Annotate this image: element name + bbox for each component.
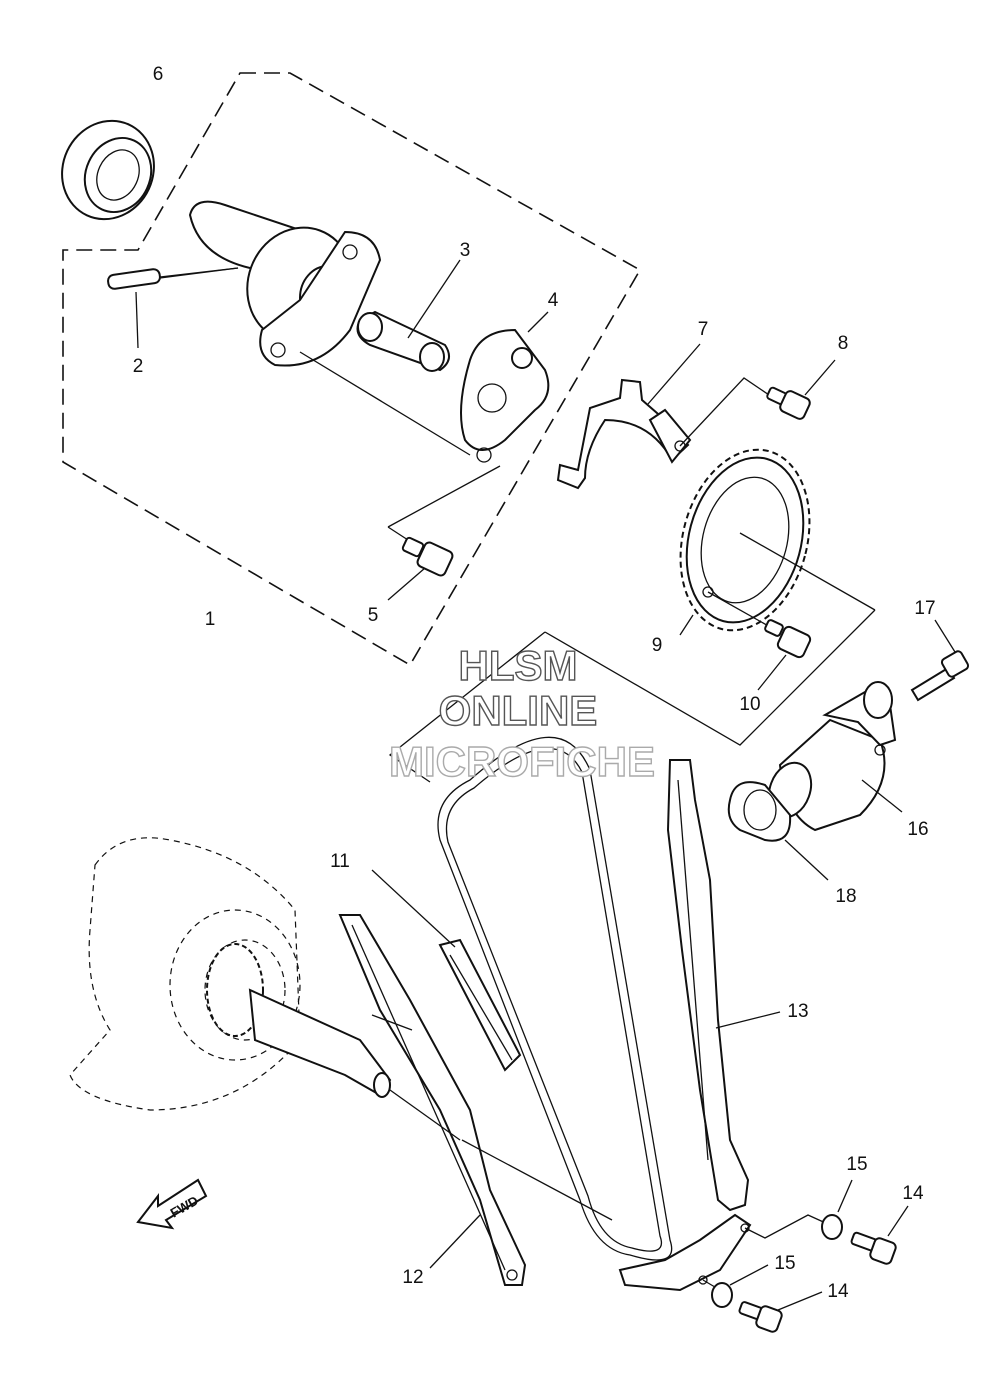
sprocket-part-9 xyxy=(679,448,876,636)
callout-12: 12 xyxy=(402,1267,423,1288)
timing-chain-inner xyxy=(445,747,662,1252)
callout-1: 1 xyxy=(205,609,216,630)
bolt-part-10 xyxy=(757,619,812,691)
camshaft-assembly-outline xyxy=(62,72,642,667)
timing-chain xyxy=(437,736,673,1261)
callout-9: 9 xyxy=(652,635,663,656)
bolt-part-14-upper xyxy=(744,1179,909,1265)
reference-leader-box xyxy=(388,631,546,783)
callout-14-lower: 14 xyxy=(827,1281,849,1302)
callout-7: 7 xyxy=(698,319,709,340)
camshaft-part-1 xyxy=(159,200,471,456)
callout-8: 8 xyxy=(838,333,849,354)
chain-guide-part-12 xyxy=(338,914,613,1286)
callout-11: 11 xyxy=(330,851,350,872)
callouts: 1 2 3 4 5 6 7 8 9 10 11 12 13 14 14 15 1… xyxy=(133,64,936,1302)
callout-10: 10 xyxy=(739,694,760,715)
pin-part-2 xyxy=(107,267,239,349)
tensioner-part-16 xyxy=(767,681,903,832)
callout-13: 13 xyxy=(787,1001,808,1022)
bolt-part-17 xyxy=(910,619,970,702)
bearing-part-6 xyxy=(61,119,155,221)
watermark: HLSM ONLINE MICROFICHE xyxy=(388,641,655,785)
gasket-part-18 xyxy=(727,781,829,881)
bolt-part-8 xyxy=(679,359,836,447)
bolt-part-14-lower xyxy=(702,1264,823,1333)
cam-plate-part-7 xyxy=(556,343,701,490)
decompressor-plate-part-4 xyxy=(460,311,550,463)
chain-links-part-11 xyxy=(371,869,522,1072)
fwd-arrow-icon: FWD xyxy=(136,1178,208,1230)
callout-3: 3 xyxy=(460,240,471,261)
callout-5: 5 xyxy=(368,605,379,626)
callout-18: 18 xyxy=(835,886,856,907)
crankshaft-reference xyxy=(69,837,461,1141)
watermark-line2: ONLINE xyxy=(439,687,598,734)
decompression-shaft-part-3 xyxy=(356,259,461,372)
callout-6: 6 xyxy=(153,64,164,85)
callout-15-lower: 15 xyxy=(774,1253,795,1274)
callout-14-upper: 14 xyxy=(902,1183,924,1204)
watermark-line3: MICROFICHE xyxy=(389,738,655,785)
callout-15-upper: 15 xyxy=(846,1154,867,1175)
callout-4: 4 xyxy=(548,290,559,311)
callout-17: 17 xyxy=(914,598,935,619)
chain-guide-part-13 xyxy=(666,759,781,1212)
callout-16: 16 xyxy=(907,819,928,840)
callout-2: 2 xyxy=(133,356,144,377)
watermark-line1: HLSM xyxy=(459,642,578,689)
chain-guide-foot xyxy=(618,1213,752,1292)
bolt-part-5 xyxy=(387,465,501,601)
reference-leader-box-2 xyxy=(544,609,876,746)
